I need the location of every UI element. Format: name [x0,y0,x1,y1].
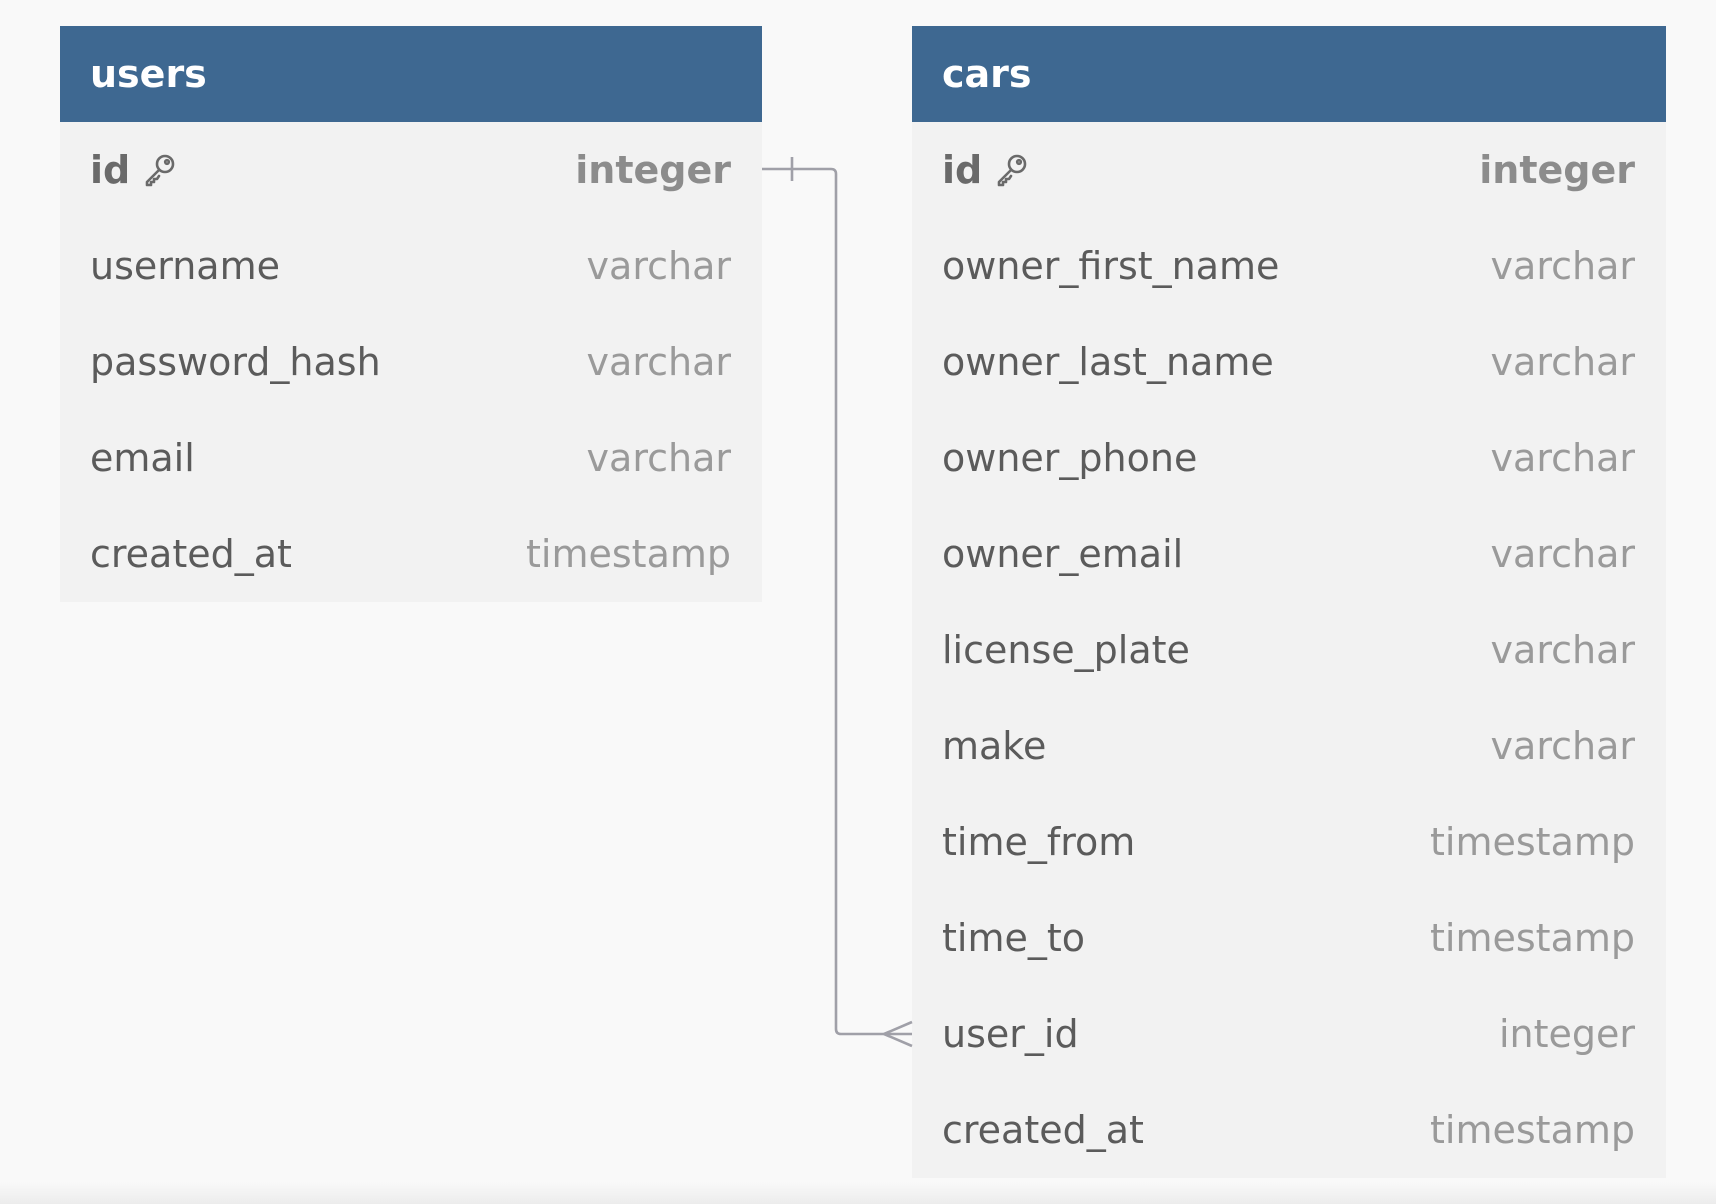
relationship-connector-users-id-to-cars-user-id[interactable] [762,167,912,1036]
column-name: password_hash [90,340,381,384]
column-name-container: id [942,148,1030,192]
key-icon [994,152,1030,188]
column-name: created_at [942,1108,1144,1152]
column-name: owner_last_name [942,340,1274,384]
column-type: varchar [1490,244,1635,288]
column-name: username [90,244,280,288]
column-row-cars-owner-last-name[interactable]: owner_last_name varchar [912,314,1666,410]
canvas-bottom-edge [0,1182,1716,1204]
column-type: varchar [1490,532,1635,576]
column-type: varchar [586,244,731,288]
many-cardinality-marker [883,1020,913,1048]
column-name: owner_first_name [942,244,1280,288]
column-name: owner_phone [942,436,1198,480]
column-type: varchar [586,340,731,384]
table-cars[interactable]: cars id integer owner_first_name varchar… [912,26,1666,1178]
column-name: time_from [942,820,1136,864]
column-row-cars-id[interactable]: id integer [912,122,1666,218]
column-row-cars-owner-email[interactable]: owner_email varchar [912,506,1666,602]
column-type: integer [575,148,731,192]
column-name: id [90,148,131,192]
table-header-users: users [60,26,762,122]
column-type: varchar [1490,436,1635,480]
column-type: integer [1498,1012,1635,1056]
column-type: timestamp [526,532,731,576]
column-row-users-created-at[interactable]: created_at timestamp [60,506,762,602]
column-name: license_plate [942,628,1190,672]
column-type: integer [1479,148,1635,192]
column-name: created_at [90,532,292,576]
column-row-users-username[interactable]: username varchar [60,218,762,314]
column-name: time_to [942,916,1086,960]
column-row-users-password-hash[interactable]: password_hash varchar [60,314,762,410]
column-type: timestamp [1430,820,1635,864]
column-type: varchar [1490,628,1635,672]
column-type: timestamp [1430,916,1635,960]
column-row-cars-user-id[interactable]: user_id integer [912,986,1666,1082]
key-icon [142,152,178,188]
column-name: email [90,436,195,480]
column-name-container: id [90,148,178,192]
column-row-cars-created-at[interactable]: created_at timestamp [912,1082,1666,1178]
column-type: varchar [1490,724,1635,768]
column-type: varchar [586,436,731,480]
column-name: user_id [942,1012,1079,1056]
column-row-users-email[interactable]: email varchar [60,410,762,506]
table-users[interactable]: users id integer username varchar passwo… [60,26,762,602]
column-row-users-id[interactable]: id integer [60,122,762,218]
column-row-cars-license-plate[interactable]: license_plate varchar [912,602,1666,698]
column-row-cars-time-to[interactable]: time_to timestamp [912,890,1666,986]
column-row-cars-make[interactable]: make varchar [912,698,1666,794]
table-header-cars: cars [912,26,1666,122]
column-type: timestamp [1430,1108,1635,1152]
column-type: varchar [1490,340,1635,384]
column-name: id [942,148,983,192]
column-row-cars-time-from[interactable]: time_from timestamp [912,794,1666,890]
column-name: make [942,724,1047,768]
column-row-cars-owner-phone[interactable]: owner_phone varchar [912,410,1666,506]
column-name: owner_email [942,532,1184,576]
column-row-cars-owner-first-name[interactable]: owner_first_name varchar [912,218,1666,314]
